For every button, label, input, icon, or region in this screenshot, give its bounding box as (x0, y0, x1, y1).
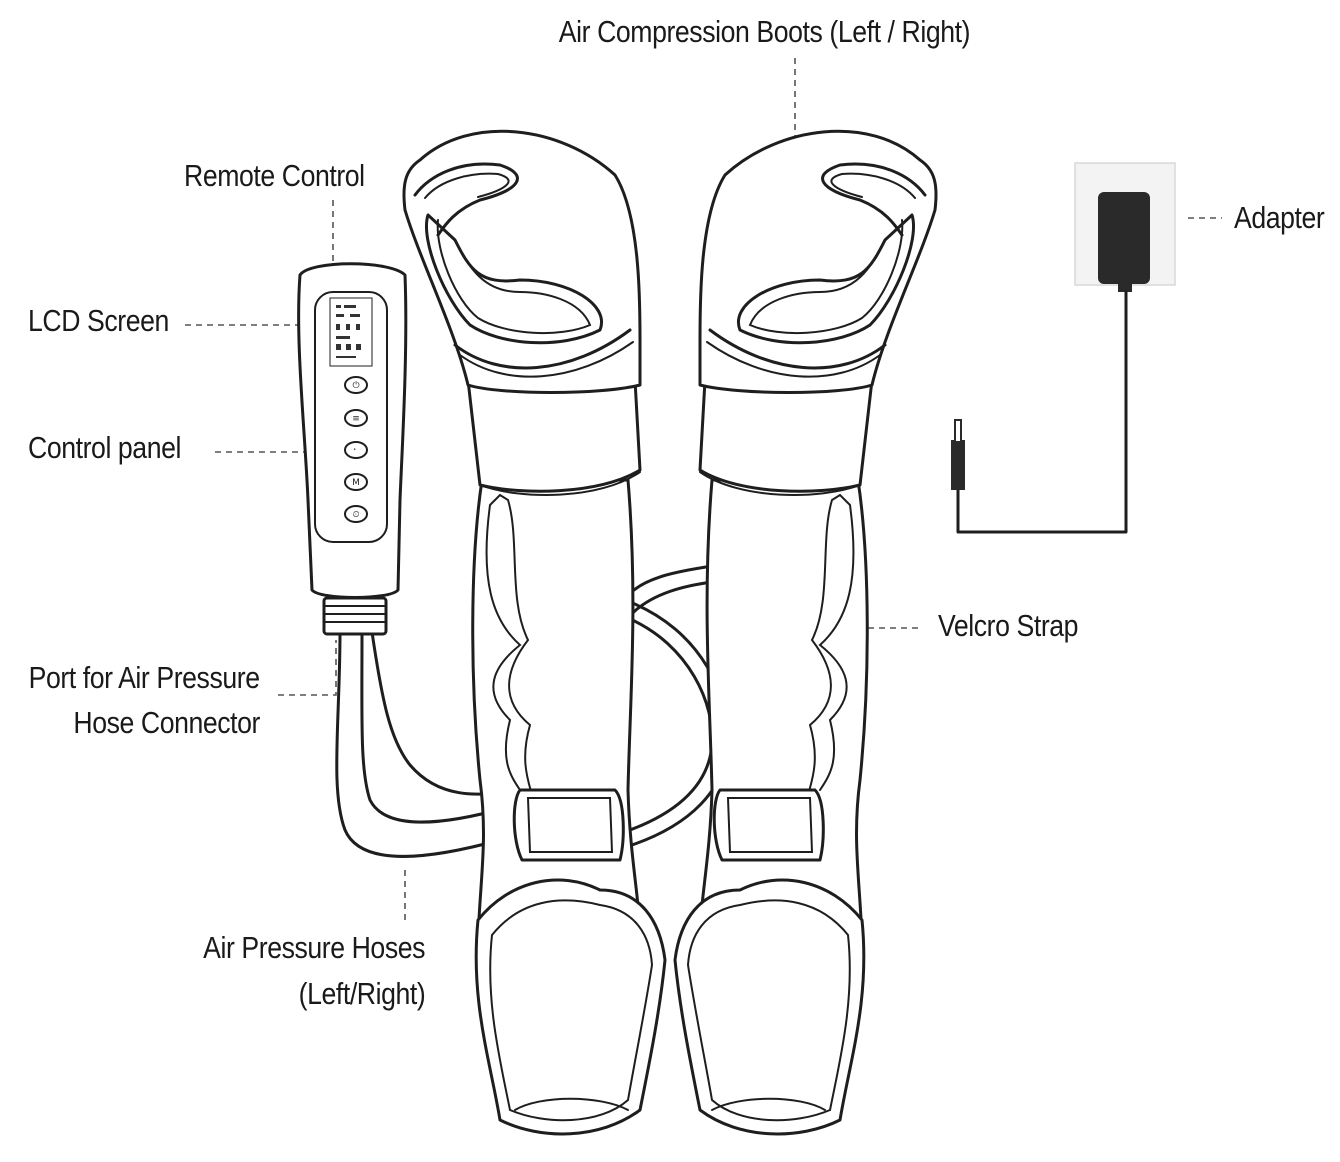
port-label-line1: Port for Air Pressure (29, 660, 260, 696)
remote-control: ⏻ ≡ ⠂ M ⏲ (299, 264, 406, 634)
adapter-cable (958, 292, 1126, 532)
boots-label: Air Compression Boots (Left / Right) (559, 14, 937, 50)
control-panel-label: Control panel (28, 430, 181, 466)
power-icon: ⏻ (352, 380, 359, 391)
mode-icon: ≡ (352, 414, 360, 424)
port-label-line2: Hose Connector (73, 705, 260, 741)
hoses-label-line1: Air Pressure Hoses (203, 930, 425, 966)
adapter (951, 163, 1175, 532)
left-boot (404, 131, 665, 1134)
lcd-screen-label: LCD Screen (28, 303, 169, 339)
hoses-label-line2: (Left/Right) (298, 976, 425, 1012)
right-boot (675, 131, 936, 1134)
port-leader (278, 640, 336, 695)
lcd-screen (330, 298, 372, 366)
plug-body (1098, 192, 1150, 284)
velcro-strap-label: Velcro Strap (938, 608, 1078, 644)
timer-icon: ⏲ (352, 510, 359, 520)
intensity-icon: ⠂ (353, 446, 360, 456)
hose-port (324, 598, 386, 634)
dc-plug (951, 440, 965, 490)
adapter-label: Adapter (1234, 200, 1324, 236)
m-icon: M (352, 478, 360, 488)
remote-control-label: Remote Control (184, 158, 365, 194)
